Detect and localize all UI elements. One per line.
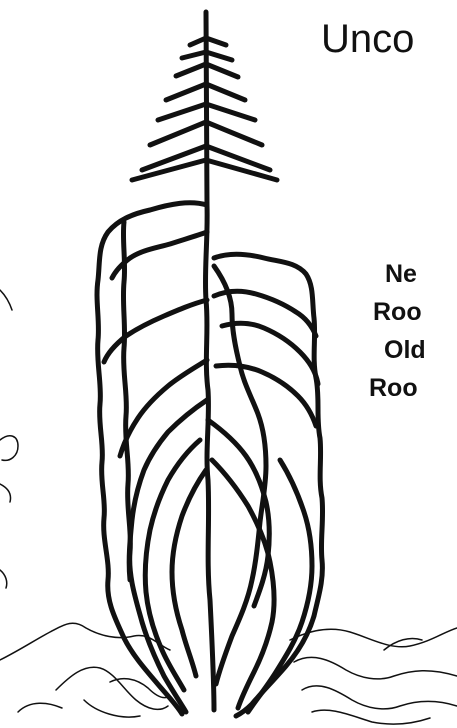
label-old-roots-line1: Old [384, 336, 426, 364]
label-new-roots: Ne Roo [373, 260, 422, 326]
root-system [97, 203, 323, 716]
label-old-roots-line2: Roo [369, 374, 418, 402]
tree-crown [132, 12, 277, 205]
label-new-roots-line2: Roo [373, 298, 422, 326]
diagram-title: Unco [321, 17, 414, 61]
label-new-roots-line1: Ne [385, 260, 417, 288]
left-edge-marks [0, 290, 18, 588]
label-old-roots: Old Roo [369, 336, 426, 402]
